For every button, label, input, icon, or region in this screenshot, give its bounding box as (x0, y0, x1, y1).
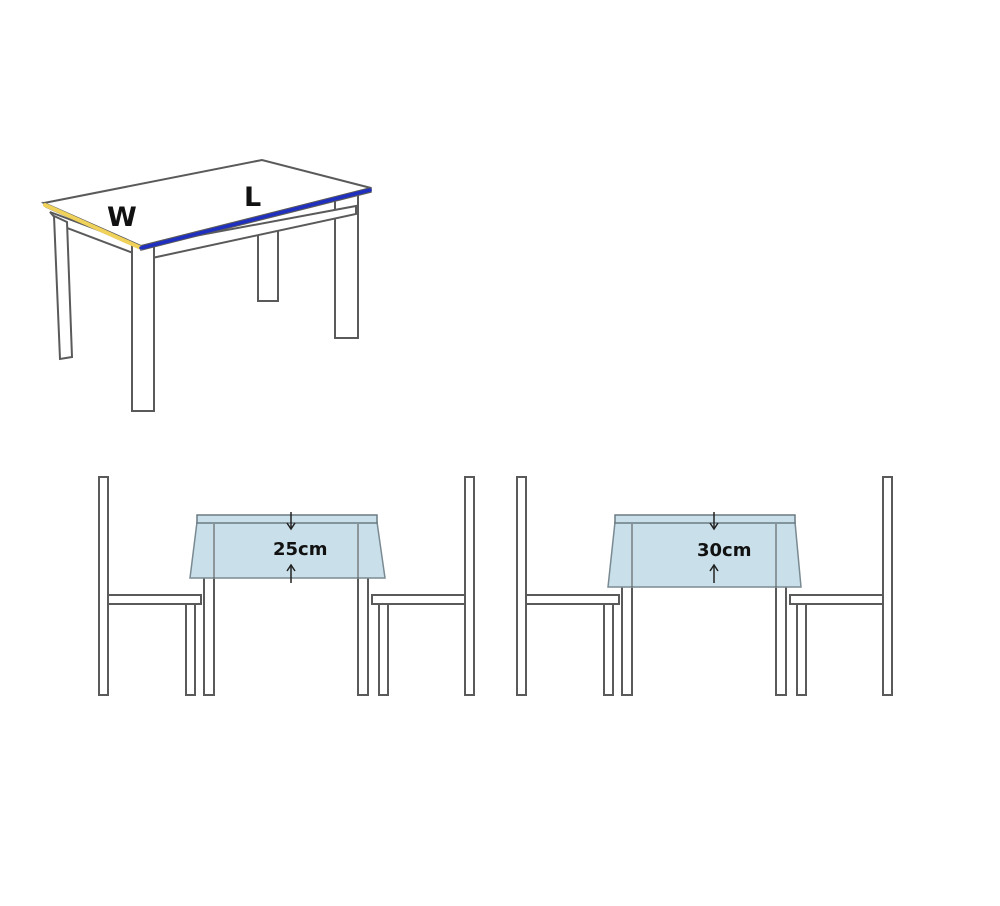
chair-seat (107, 594, 202, 605)
table-back-leg-middle (257, 227, 279, 302)
chair-seat (525, 594, 620, 605)
chair-front-leg (185, 603, 196, 696)
chair-front-leg (603, 603, 614, 696)
drop-length-label: 25cm (273, 539, 327, 560)
chair-back-post (464, 476, 475, 696)
tablecloth-top (196, 514, 378, 524)
length-label: L (244, 182, 261, 213)
tablecloth (607, 514, 802, 588)
chair-back-post (98, 476, 109, 696)
drop-example-25cm: 25cm (98, 476, 475, 696)
table-3d: W L (40, 158, 372, 412)
width-edge-highlight (43, 203, 143, 250)
length-edge-highlight (139, 188, 372, 250)
drop-length-label: 30cm (697, 540, 751, 561)
up-arrow-icon (286, 563, 296, 583)
down-arrow-icon (286, 512, 296, 531)
chair-seat (371, 594, 467, 605)
chair-left (516, 476, 620, 696)
width-label: W (107, 202, 137, 233)
chair-left (98, 476, 202, 696)
up-arrow-icon (709, 563, 719, 583)
chair-back-post (882, 476, 893, 696)
table-front-leg-left (52, 214, 74, 361)
down-arrow-icon (709, 512, 719, 531)
chair-right (789, 476, 893, 696)
tablecloth (189, 514, 386, 579)
chair-right (371, 476, 475, 696)
table-front-leg-corner (131, 244, 155, 412)
chair-seat (789, 594, 885, 605)
chair-front-leg (796, 603, 807, 696)
drop-example-30cm: 30cm (516, 476, 893, 696)
chair-back-post (516, 476, 527, 696)
chair-front-leg (378, 603, 389, 696)
tablecloth-top (614, 514, 796, 524)
